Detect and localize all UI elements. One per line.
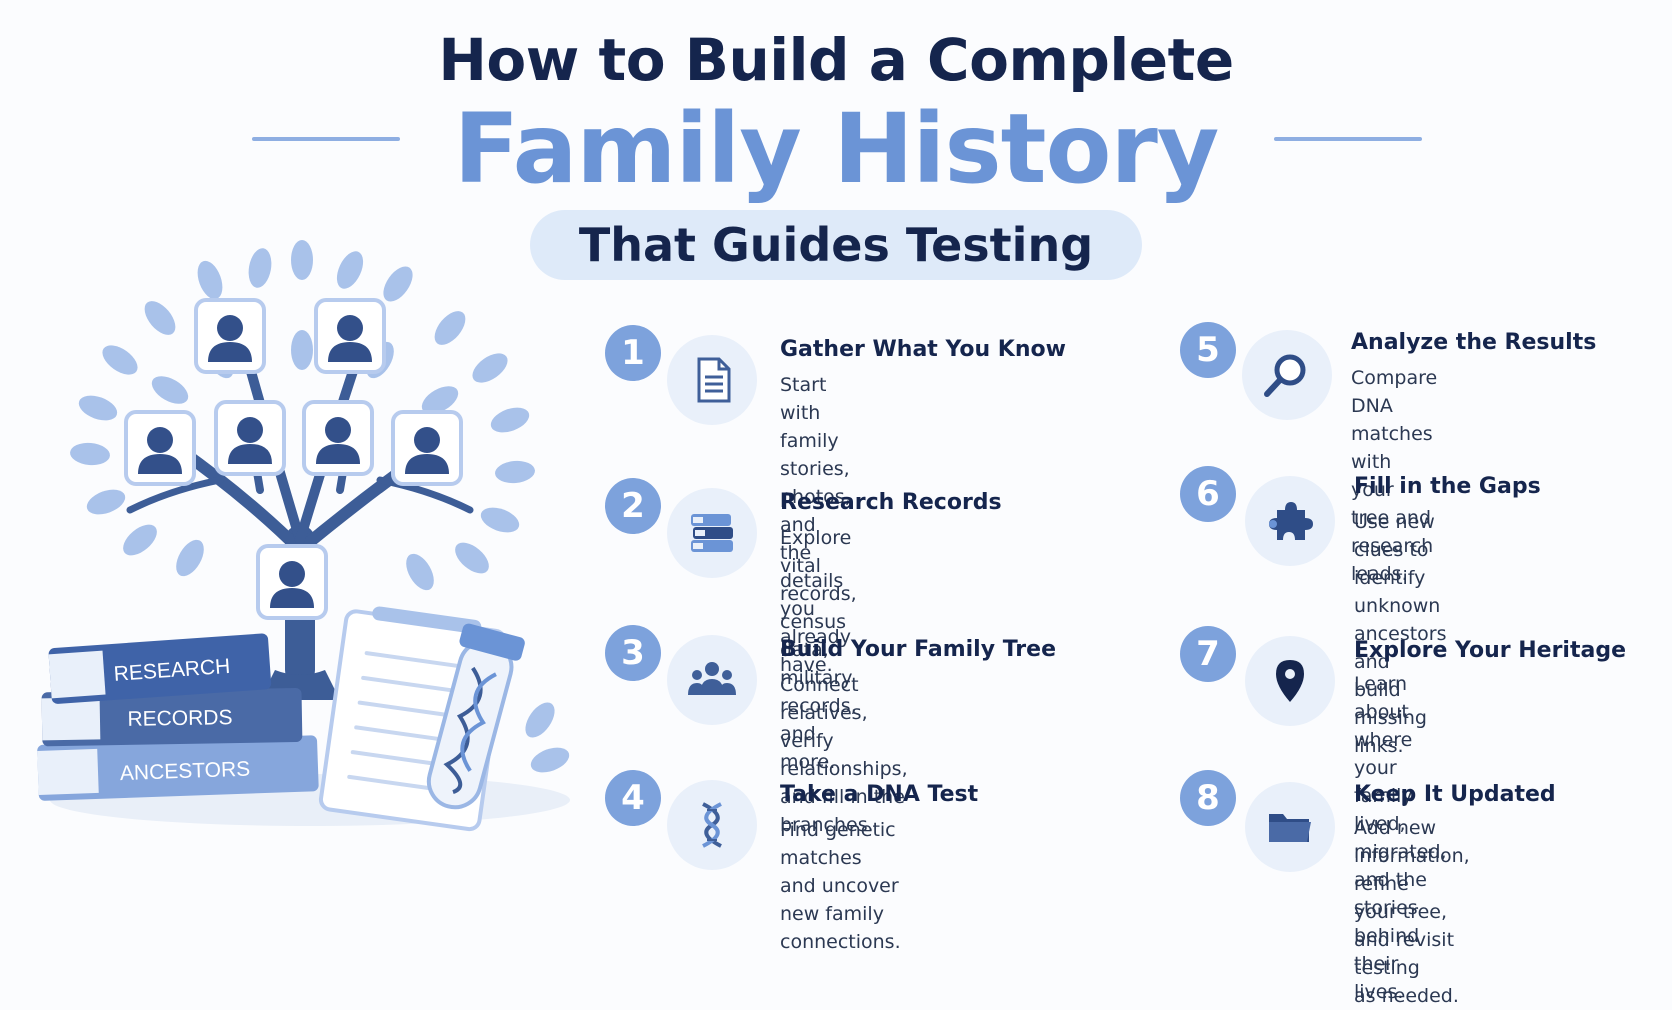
step-icon-bg <box>1245 636 1335 726</box>
step-description-line: Use new clues to identify <box>1354 511 1435 589</box>
step-description: Find genetic matches and uncover new fam… <box>780 816 901 956</box>
subtitle-pill: That Guides Testing <box>530 210 1142 280</box>
step-icon-bg <box>667 335 757 425</box>
step-icon-bg <box>1245 782 1335 872</box>
step-description-line: lived, migrated, and the stories <box>1354 813 1447 919</box>
magnifier-icon <box>1264 354 1306 397</box>
book-label-bottom: ANCESTORS <box>120 758 251 786</box>
books-stack: ANCESTORS RECORDS RESEARCH <box>37 633 319 801</box>
title-rule-left <box>252 137 400 141</box>
book-label-middle: RECORDS <box>127 706 232 731</box>
step-title: Build Your Family Tree <box>780 637 1056 662</box>
step-description-line: Add new information, refine <box>1354 817 1470 895</box>
title-line-1: How to Build a Complete <box>438 26 1234 94</box>
step-title: Analyze the Results <box>1351 330 1597 355</box>
step-title: Gather What You Know <box>780 337 1066 362</box>
step-description-line: Explore vital records, census data, <box>780 527 857 661</box>
step-number: 4 <box>605 770 661 826</box>
step-icon-bg <box>1242 330 1332 420</box>
step-number: 6 <box>1180 466 1236 522</box>
step-number: 1 <box>605 325 661 381</box>
step-description: Add new information, refine your tree, a… <box>1354 814 1470 1010</box>
step-description-line: your tree, and revisit testing <box>1354 901 1455 979</box>
step-description-line: new family connections. <box>780 903 901 953</box>
step-icon-bg <box>667 488 757 578</box>
folder-icon <box>1269 814 1311 842</box>
step-description-line: your tree and research leads. <box>1351 479 1434 585</box>
document-icon <box>697 357 731 403</box>
step-description-line: unknown ancestors and <box>1354 595 1447 673</box>
step-description-line: Find genetic matches and uncover <box>780 819 899 897</box>
step-description-line: military records, and more. <box>780 667 857 773</box>
step-icon-bg <box>1245 476 1335 566</box>
dna-vial-icon <box>426 623 525 810</box>
step-description: Connect relatives, verify relationships,… <box>780 671 908 839</box>
step-description: Compare DNA matches with your tree and r… <box>1351 364 1437 588</box>
step-description-line: as needed. <box>1354 985 1459 1007</box>
step-description-line: build missing links. <box>1354 679 1427 757</box>
step-description-line: and fill in the branches. <box>780 786 905 836</box>
step-title: Fill in the Gaps <box>1354 474 1541 499</box>
dna-icon <box>702 802 722 848</box>
step-description: Explore vital records, census data, mili… <box>780 524 857 776</box>
map-pin-icon <box>1276 660 1304 702</box>
title-rule-right <box>1274 137 1422 141</box>
step-description-line: Connect relatives, verify relationships, <box>780 674 908 780</box>
step-number: 8 <box>1180 770 1236 826</box>
title-line-2: Family History <box>453 93 1220 205</box>
step-description-line: Start with family stories, photos, <box>780 374 851 508</box>
step-number: 5 <box>1180 322 1236 378</box>
step-icon-bg <box>667 780 757 870</box>
step-number: 3 <box>605 625 661 681</box>
step-description-line: Compare DNA matches with <box>1351 367 1438 473</box>
family-tree-illustration: ANCESTORS RECORDS RESEARCH <box>37 240 573 832</box>
step-title: Take a DNA Test <box>780 782 979 807</box>
people-group-icon <box>688 662 736 695</box>
puzzle-icon <box>1269 502 1313 540</box>
step-title: Explore Your Heritage <box>1354 638 1627 663</box>
step-icon-bg <box>667 635 757 725</box>
step-description-line: Learn about where your family <box>1354 673 1413 807</box>
step-title: Research Records <box>780 490 1002 515</box>
step-description: Use new clues to identify unknown ancest… <box>1354 508 1447 760</box>
step-number: 7 <box>1180 626 1236 682</box>
subtitle: That Guides Testing <box>578 218 1094 272</box>
step-description-line: and the details you already have. <box>780 514 851 676</box>
step-title: Keep It Updated <box>1354 782 1556 807</box>
books-icon <box>691 514 733 552</box>
step-description: Start with family stories, photos, and t… <box>780 371 851 679</box>
step-number: 2 <box>605 478 661 534</box>
